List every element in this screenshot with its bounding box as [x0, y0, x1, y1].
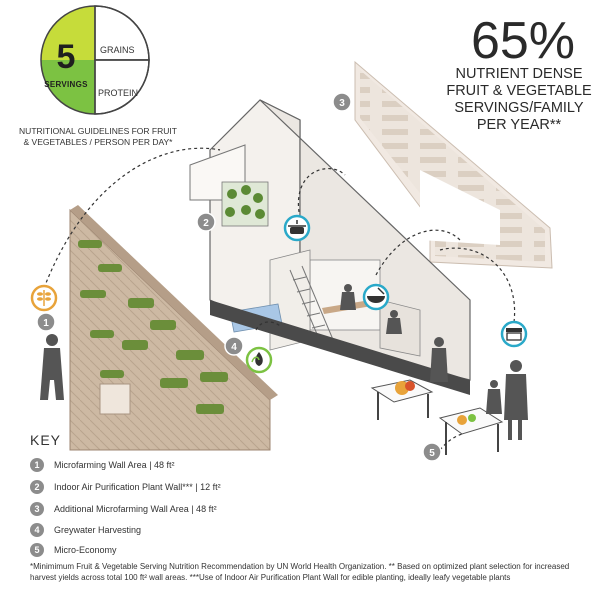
- connector-lines: [43, 147, 516, 451]
- water-plant-icon: [245, 346, 273, 374]
- key-item-label: Indoor Air Purification Plant Wall*** | …: [54, 482, 221, 492]
- key-item-number: 5: [30, 543, 44, 557]
- marker-1: 1: [36, 312, 56, 332]
- wheat-icon: [30, 284, 58, 312]
- marker-2: 2: [196, 212, 216, 232]
- plate-protein-label: PROTEIN: [98, 88, 139, 98]
- additional-microfarming-wall: [354, 60, 553, 269]
- key-item-number: 4: [30, 523, 44, 537]
- svg-text:2: 2: [203, 218, 209, 229]
- svg-text:1: 1: [43, 318, 49, 329]
- nutrition-plate: [40, 5, 150, 115]
- key-item: 1 Microfarming Wall Area | 48 ft²: [30, 458, 175, 472]
- plate-caption: NUTRITIONAL GUIDELINES FOR FRUIT & VEGET…: [19, 126, 177, 147]
- plate-grains-label: GRAINS: [100, 45, 135, 55]
- key-item-number: 2: [30, 480, 44, 494]
- market-table-2: [438, 407, 504, 455]
- footnote: *Minimimum Fruit & Vegetable Serving Nut…: [30, 562, 570, 582]
- key-item-label: Micro-Economy: [54, 545, 117, 555]
- marker-4: 4: [224, 336, 244, 356]
- plate-servings-count: 5: [56, 38, 76, 76]
- key-item: 3 Additional Microfarming Wall Area | 48…: [30, 502, 217, 516]
- key-item-label: Microfarming Wall Area | 48 ft²: [54, 460, 175, 470]
- svg-text:4: 4: [231, 342, 237, 353]
- market-table-1: [370, 379, 434, 420]
- cooking-pot-icon: [283, 214, 311, 242]
- key-item-label: Additional Microfarming Wall Area | 48 f…: [54, 504, 217, 514]
- key-item-number: 3: [30, 502, 44, 516]
- svg-text:5: 5: [429, 448, 435, 459]
- market-stall-icon: [500, 320, 528, 348]
- plate-servings-label: SERVINGS: [44, 80, 88, 89]
- key-item: 2 Indoor Air Purification Plant Wall*** …: [30, 480, 221, 494]
- key-item-label: Greywater Harvesting: [54, 525, 142, 535]
- stat-percent: 65%: [470, 12, 576, 70]
- people: [40, 284, 528, 440]
- marker-3: 3: [332, 92, 352, 112]
- key-item: 4 Greywater Harvesting: [30, 523, 141, 537]
- mixing-bowl-icon: [362, 283, 390, 311]
- svg-text:3: 3: [339, 98, 345, 109]
- marker-5: 5: [422, 442, 442, 462]
- stat-description: NUTRIENT DENSE FRUIT & VEGETABLE SERVING…: [446, 66, 592, 133]
- key-item-number: 1: [30, 458, 44, 472]
- key-item: 5 Micro-Economy: [30, 543, 117, 557]
- key-title: KEY: [30, 432, 62, 448]
